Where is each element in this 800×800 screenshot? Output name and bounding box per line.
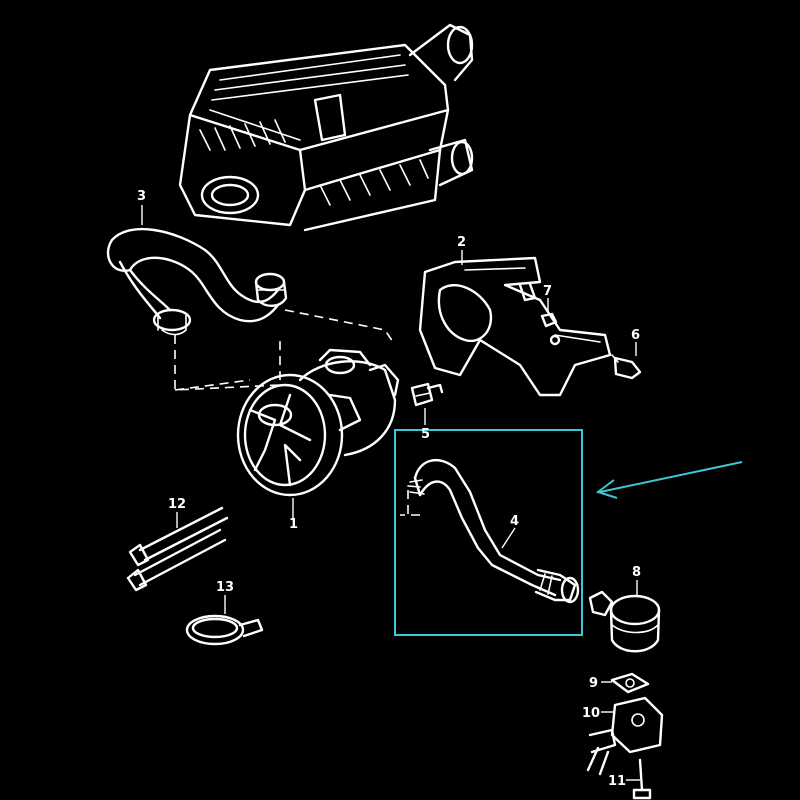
air-filter-housing <box>178 23 474 232</box>
callout-12: 12 <box>168 497 186 512</box>
cable-ties-12 <box>126 506 229 592</box>
callout-8: 8 <box>632 565 641 580</box>
nut-7 <box>540 312 558 328</box>
bolt-6 <box>611 354 642 380</box>
callout-7: 7 <box>543 284 552 299</box>
combination-valve-8 <box>588 590 661 653</box>
callout-2: 2 <box>457 235 466 250</box>
callout-1: 1 <box>289 517 298 532</box>
leader-lines <box>141 205 640 781</box>
callout-6: 6 <box>631 328 640 343</box>
callout-13: 13 <box>216 580 234 595</box>
routing-dashed-lines <box>174 309 420 516</box>
callout-9: 9 <box>589 676 598 691</box>
air-hose-4 <box>407 458 580 604</box>
valve-10 <box>586 696 664 776</box>
callout-3: 3 <box>137 189 146 204</box>
callout-4: 4 <box>510 514 519 529</box>
highlight-box <box>394 429 583 636</box>
hose-clamp-13 <box>185 614 264 646</box>
callout-5: 5 <box>421 427 430 442</box>
callout-10: 10 <box>582 706 600 721</box>
highlight-arrow <box>595 461 743 499</box>
secondary-air-pump-1 <box>236 348 400 497</box>
bolt-11 <box>632 758 652 800</box>
gasket-9 <box>610 672 650 694</box>
intake-hose-3 <box>106 227 288 336</box>
connector-5 <box>410 382 444 407</box>
callout-11: 11 <box>608 774 626 789</box>
mounting-bracket-2 <box>418 256 612 397</box>
callout-labels: 1 2 3 4 5 6 7 8 9 10 11 12 13 <box>137 189 641 789</box>
